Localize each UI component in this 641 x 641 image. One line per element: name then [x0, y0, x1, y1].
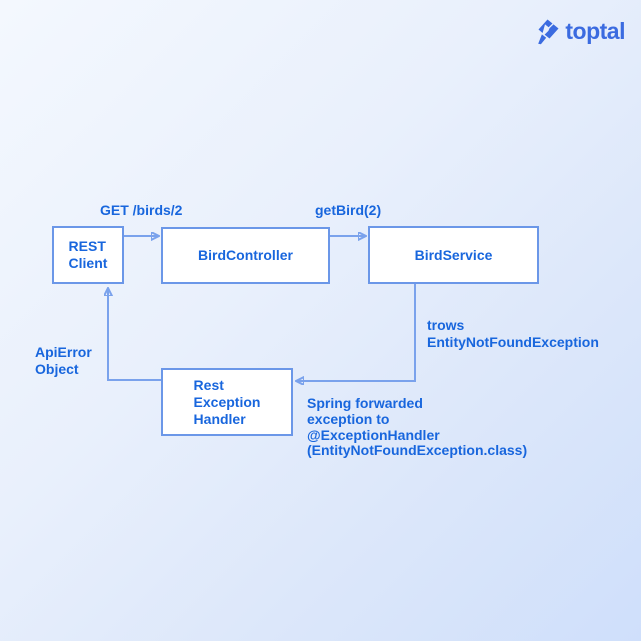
- label-throws-exception: trows EntityNotFoundException: [427, 317, 599, 350]
- label-api-error-object: ApiError Object: [35, 344, 92, 377]
- box-rest-client: REST Client: [52, 226, 124, 284]
- box-rest-client-label: REST Client: [68, 238, 108, 271]
- arrow-service-to-handler: [296, 284, 416, 381]
- box-rest-exception-handler-label: Rest Exception Handler: [193, 376, 261, 427]
- toptal-logo: toptal: [536, 18, 625, 45]
- toptal-mark-icon: [538, 19, 559, 45]
- label-get-birds-request: GET /birds/2: [100, 202, 183, 218]
- label-getbird-call: getBird(2): [315, 202, 382, 218]
- box-bird-controller-label: BirdController: [198, 247, 293, 263]
- arrow-handler-to-client: [108, 288, 161, 381]
- toptal-wordmark: toptal: [565, 18, 625, 44]
- label-spring-forwarded: Spring forwarded exception to @Exception…: [307, 395, 528, 459]
- box-rest-exception-handler: Rest Exception Handler: [161, 368, 293, 436]
- box-bird-service: BirdService: [368, 226, 539, 284]
- box-bird-service-label: BirdService: [414, 246, 493, 263]
- box-bird-controller: BirdController: [161, 227, 330, 284]
